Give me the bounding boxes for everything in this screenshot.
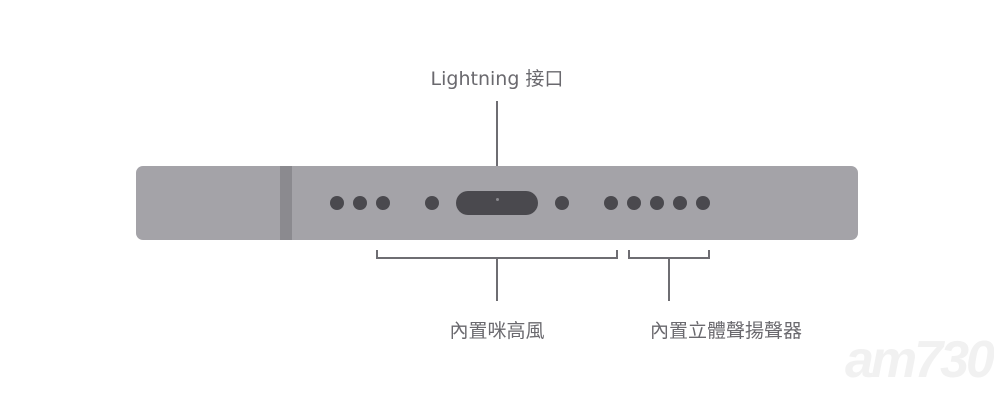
lightning-port	[456, 191, 538, 215]
speaker-hole	[627, 196, 641, 210]
microphone-label: 內置咪高風	[449, 320, 545, 342]
speaker-hole	[696, 196, 710, 210]
microphone-hole	[353, 196, 367, 210]
speaker-hole	[650, 196, 664, 210]
speaker-label: 內置立體聲揚聲器	[649, 320, 803, 342]
screw-hole	[425, 196, 439, 210]
speaker-leader-line	[668, 258, 670, 301]
screw-hole	[555, 196, 569, 210]
lightning-leader-line	[496, 101, 498, 200]
lightning-pointer-dot	[496, 198, 499, 201]
microphone-bracket-right-tick	[616, 250, 618, 259]
microphone-bracket-left-tick	[376, 250, 378, 259]
microphone-hole	[330, 196, 344, 210]
speaker-hole	[604, 196, 618, 210]
speaker-bracket-right-tick	[708, 250, 710, 259]
speaker-bracket-left-tick	[628, 250, 630, 259]
antenna-band	[280, 166, 292, 240]
watermark-logo: am730	[845, 331, 994, 389]
microphone-leader-line	[496, 258, 498, 301]
speaker-hole	[673, 196, 687, 210]
microphone-hole	[376, 196, 390, 210]
lightning-port-label: Lightning 接口	[430, 68, 564, 90]
